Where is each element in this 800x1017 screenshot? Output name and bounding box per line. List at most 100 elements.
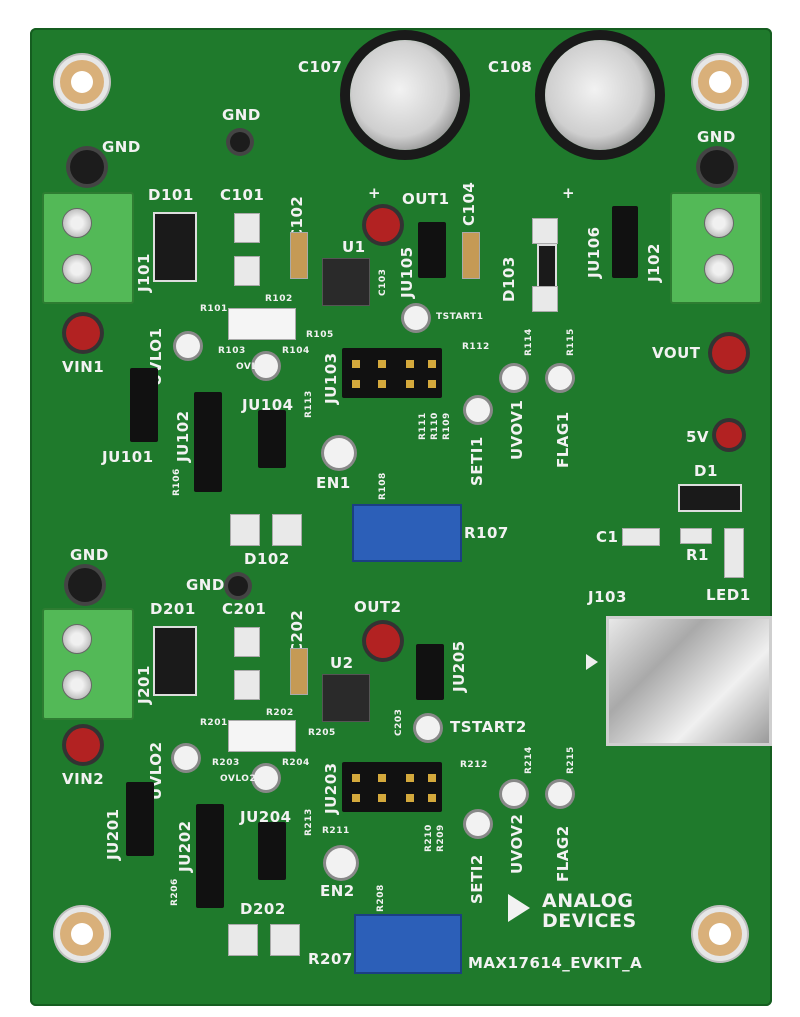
label-ju104: JU104 xyxy=(242,396,294,414)
label-r208: R208 xyxy=(376,884,386,912)
testpoint-seti2[interactable] xyxy=(466,812,490,836)
diode-d103-pad-top xyxy=(532,218,558,244)
testpoint-gnd-a[interactable] xyxy=(230,132,250,152)
label-gnd-a: GND xyxy=(222,106,261,124)
label-gnd-b: GND xyxy=(102,138,141,156)
label-ju201: JU201 xyxy=(104,808,122,860)
diode-d202-pad-right xyxy=(270,924,300,956)
screw-j201-bottom xyxy=(62,670,92,700)
label-c1: C1 xyxy=(596,528,619,546)
testpoint-gnd-c[interactable] xyxy=(700,150,734,184)
testpoint-flag1[interactable] xyxy=(548,366,572,390)
jumper-ju104[interactable] xyxy=(258,410,286,468)
potentiometer-r207[interactable] xyxy=(354,914,462,974)
testpoint-5v[interactable] xyxy=(716,422,742,448)
label-r114: R114 xyxy=(524,328,534,356)
testpoint-tstart2[interactable] xyxy=(416,716,440,740)
analog-devices-logo: ANALOG DEVICES xyxy=(506,890,656,934)
logo-triangle-icon xyxy=(508,894,530,922)
testpoint-uvlo1[interactable] xyxy=(176,334,200,358)
testpoint-seti1[interactable] xyxy=(466,398,490,422)
label-r213: R213 xyxy=(304,808,314,836)
jumper-ju105[interactable] xyxy=(418,222,446,278)
jumper-ju202[interactable] xyxy=(196,804,224,908)
capacitor-c108 xyxy=(545,40,655,150)
jumper-ju205[interactable] xyxy=(416,644,444,700)
label-j103: J103 xyxy=(588,588,627,606)
label-r112: R112 xyxy=(462,342,490,352)
label-d102: D102 xyxy=(244,550,290,568)
testpoint-tstart1[interactable] xyxy=(404,306,428,330)
label-r1: R1 xyxy=(686,546,709,564)
jumper-ju102[interactable] xyxy=(194,392,222,492)
mounting-hole-bottom-left xyxy=(60,912,104,956)
testpoint-gnd-b[interactable] xyxy=(70,150,104,184)
testpoint-en1[interactable] xyxy=(324,438,354,468)
testpoint-flag2[interactable] xyxy=(548,782,572,806)
pin xyxy=(428,360,436,368)
testpoint-uvlo2[interactable] xyxy=(174,746,198,770)
label-r212: R212 xyxy=(460,760,488,770)
resistor-r1 xyxy=(680,528,712,544)
screw-j201-top xyxy=(62,624,92,654)
pin xyxy=(406,794,414,802)
jumper-ju106[interactable] xyxy=(612,206,638,278)
testpoint-en2[interactable] xyxy=(326,848,356,878)
brand-line1: ANALOG xyxy=(542,890,634,912)
label-seti1: SETI1 xyxy=(468,436,486,486)
testpoint-uvov2[interactable] xyxy=(502,782,526,806)
label-out2: OUT2 xyxy=(354,598,402,616)
label-ju106: JU106 xyxy=(585,226,603,278)
testpoint-ovlo2[interactable] xyxy=(254,766,278,790)
testpoint-gnd-e[interactable] xyxy=(228,576,248,596)
mounting-hole-top-right xyxy=(698,60,742,104)
pin xyxy=(406,380,414,388)
jumper-ju103[interactable] xyxy=(342,348,442,398)
testpoint-vout[interactable] xyxy=(712,336,746,370)
jumper-ju201[interactable] xyxy=(126,782,154,856)
testpoint-out1[interactable] xyxy=(366,208,400,242)
jumper-ju203[interactable] xyxy=(342,762,442,812)
ic-u1 xyxy=(322,258,370,306)
pin xyxy=(378,360,386,368)
label-c201: C201 xyxy=(222,600,267,618)
terminal-block-j101[interactable] xyxy=(42,192,134,304)
pin xyxy=(428,794,436,802)
testpoint-uvov1[interactable] xyxy=(502,366,526,390)
label-vin1: VIN1 xyxy=(62,358,105,376)
label-5v: 5V xyxy=(686,428,710,446)
testpoint-out2[interactable] xyxy=(366,624,400,658)
label-plus-c107: + xyxy=(368,184,382,202)
diode-d102-pad-right xyxy=(272,514,302,546)
label-r102: R102 xyxy=(265,294,293,304)
label-d103: D103 xyxy=(500,256,518,302)
label-d101: D101 xyxy=(148,186,194,204)
testpoint-ovlo1[interactable] xyxy=(254,354,278,378)
label-u2: U2 xyxy=(330,654,354,672)
diode-d103 xyxy=(537,244,557,288)
testpoint-vin1[interactable] xyxy=(66,316,100,350)
jumper-ju101[interactable] xyxy=(130,368,158,442)
board-name: MAX17614_EVKIT_A xyxy=(468,954,643,972)
testpoint-gnd-d[interactable] xyxy=(68,568,102,602)
pin xyxy=(428,380,436,388)
pin xyxy=(428,774,436,782)
label-uvov1: UVOV1 xyxy=(508,399,526,460)
pin xyxy=(378,794,386,802)
label-gnd-e: GND xyxy=(186,576,225,594)
usb-connector-j103[interactable] xyxy=(606,616,772,746)
jumper-ju204[interactable] xyxy=(258,822,286,880)
label-d202: D202 xyxy=(240,900,286,918)
potentiometer-r107[interactable] xyxy=(352,504,462,562)
capacitor-c101-pad-top xyxy=(234,213,260,243)
pin xyxy=(352,360,360,368)
label-ju205: JU205 xyxy=(450,640,468,692)
testpoint-vin2[interactable] xyxy=(66,728,100,762)
terminal-block-j201[interactable] xyxy=(42,608,134,720)
capacitor-c101-pad-bottom xyxy=(234,256,260,286)
led-led1 xyxy=(724,528,744,578)
label-ju103: JU103 xyxy=(322,352,340,404)
label-plus-c108: + xyxy=(562,184,576,202)
diode-d201 xyxy=(153,626,197,696)
screw-j101-bottom xyxy=(62,254,92,284)
